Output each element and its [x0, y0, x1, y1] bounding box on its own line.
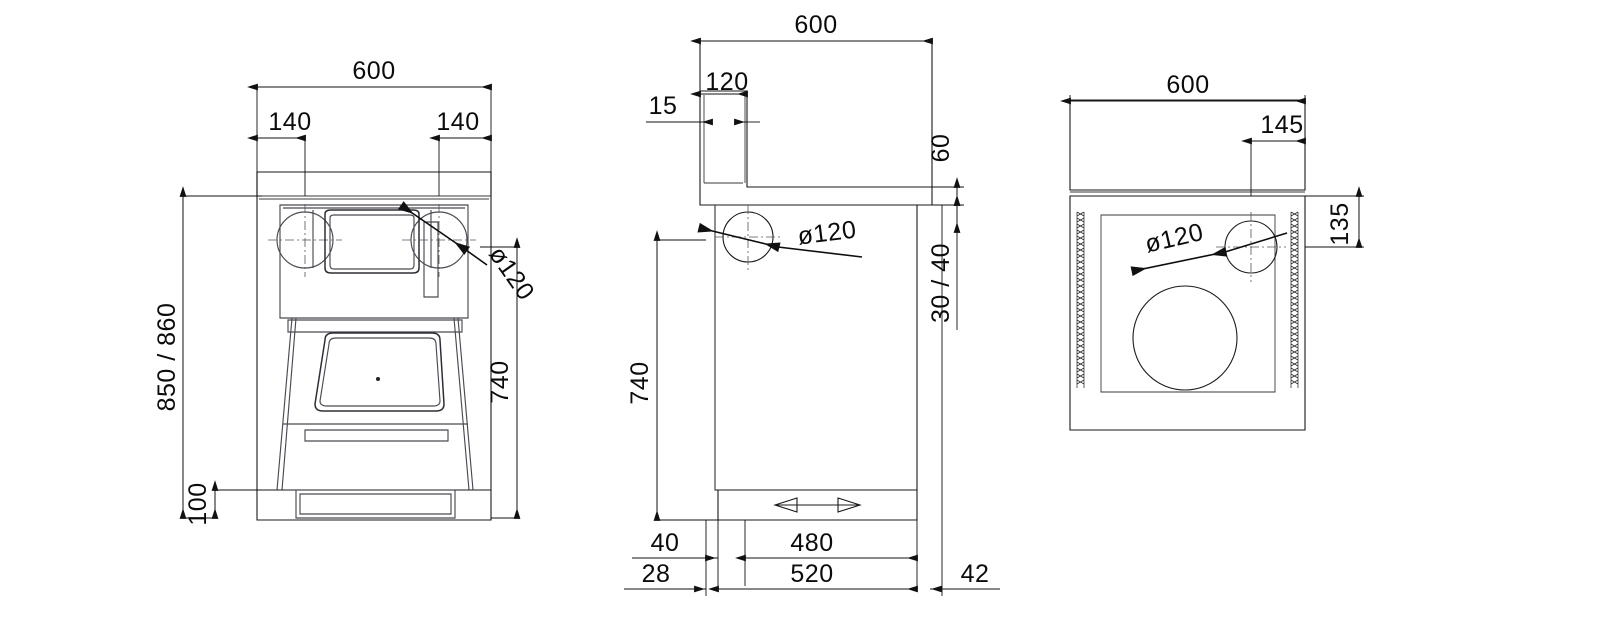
side-40-dimension: 40 — [632, 520, 719, 586]
side-520-dimension: 520 — [708, 560, 918, 593]
side-120-dimension: 120 — [690, 68, 748, 98]
front-height-850-860-dimension: 850 / 860 — [153, 186, 262, 519]
side-30-40-label: 30 / 40 — [927, 243, 955, 323]
left-seal-hatch — [1076, 211, 1085, 388]
side-28-dimension: 28 — [624, 520, 707, 596]
front-width-600-label: 600 — [352, 57, 395, 85]
side-height-740-dimension: 740 — [626, 230, 720, 521]
top-145-dimension: 145 — [1241, 111, 1306, 196]
top-width-600-dimension: 600 — [1060, 71, 1306, 105]
side-depth-600-dimension: 600 — [690, 11, 933, 45]
side-15-dimension: 15 — [646, 92, 760, 126]
side-depth-600-label: 600 — [794, 11, 837, 39]
side-view-geometry — [700, 41, 932, 520]
top-view-geometry — [1070, 100, 1305, 430]
front-height-740-label: 740 — [486, 360, 514, 403]
front-hole-dia-leader: ø120 — [398, 201, 540, 306]
side-15-label: 15 — [649, 92, 678, 120]
side-42-label: 42 — [961, 560, 990, 588]
front-width-600-dimension: 600 — [247, 57, 492, 172]
side-30-40-dimension: 30 / 40 — [927, 195, 961, 330]
front-view-geometry — [257, 172, 491, 520]
top-hole-dia-leader: ø120 — [1130, 218, 1288, 277]
front-right-140-dimension: 140 — [429, 108, 492, 196]
front-left-140-dimension: 140 — [247, 108, 311, 196]
side-120-label: 120 — [705, 68, 748, 96]
top-width-600-label: 600 — [1166, 71, 1209, 99]
top-view: 600 145 135 ø120 — [1060, 71, 1364, 430]
top-hole-dia-label: ø120 — [1142, 218, 1206, 259]
top-135-dimension: 135 — [1305, 186, 1364, 248]
side-60-label: 60 — [927, 134, 955, 163]
front-view: 600 140 140 850 / 860 100 — [153, 57, 540, 526]
side-height-740-label: 740 — [626, 361, 654, 404]
right-seal-hatch — [1290, 211, 1299, 388]
side-480-dimension: 480 — [735, 520, 918, 586]
front-left-140-label: 140 — [268, 108, 311, 136]
front-plinth-100-dimension: 100 — [184, 480, 262, 526]
top-145-label: 145 — [1260, 111, 1303, 139]
front-right-140-label: 140 — [436, 108, 479, 136]
side-view: 600 120 15 60 30 / 40 — [624, 11, 1000, 596]
side-42-dimension: 42 — [930, 205, 1000, 596]
front-hole-dia-label: ø120 — [483, 241, 540, 305]
side-28-label: 28 — [642, 560, 671, 588]
top-135-label: 135 — [1326, 202, 1354, 245]
front-plinth-100-label: 100 — [184, 482, 212, 525]
side-520-label: 520 — [790, 560, 833, 588]
front-height-740-dimension: 740 — [480, 237, 521, 519]
side-hole-dia-label: ø120 — [796, 216, 858, 251]
side-480-label: 480 — [790, 529, 833, 557]
side-40-label: 40 — [651, 529, 680, 557]
side-hole-dia-leader: ø120 — [697, 216, 863, 258]
front-height-850-860-label: 850 / 860 — [153, 303, 181, 412]
